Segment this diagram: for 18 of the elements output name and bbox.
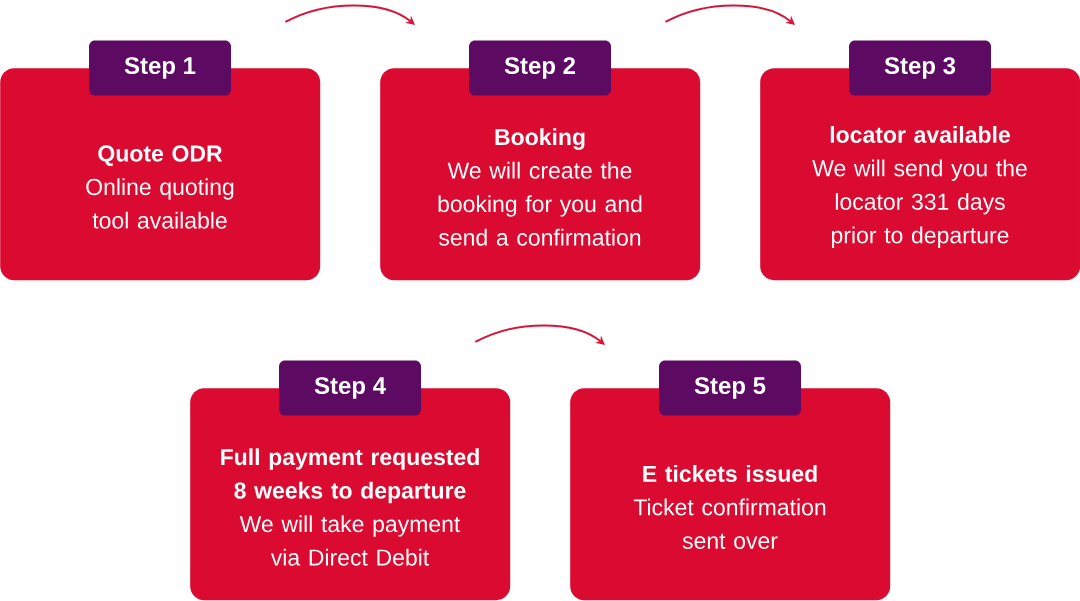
curved-arrow <box>664 4 795 25</box>
curved-arrow <box>474 324 605 345</box>
step-tab: Step 2 <box>469 40 611 96</box>
step-tab: Step 1 <box>89 40 231 96</box>
step-description: Ticket confirmation sent over <box>633 498 826 549</box>
step-tab: Step 5 <box>659 360 801 416</box>
step-tab: Step 3 <box>849 40 991 96</box>
step-heading: E tickets issued <box>643 465 817 482</box>
step-description: We will create the booking for you and send a confirmation <box>438 161 642 246</box>
step-heading: Full payment requested 8 weeks to departure <box>221 448 479 504</box>
step-description: We will send you the locator 331 days prior to departure <box>812 159 1027 248</box>
step-heading: Quote ODR <box>98 145 223 166</box>
step-heading: Booking <box>495 128 585 150</box>
curved-arrow <box>284 4 415 25</box>
step-description: Online quoting tool available <box>86 178 234 229</box>
step-description: We will take payment via Direct Debit <box>239 515 461 566</box>
step-heading: locator available <box>830 126 1010 143</box>
step-tab: Step 4 <box>279 360 421 416</box>
